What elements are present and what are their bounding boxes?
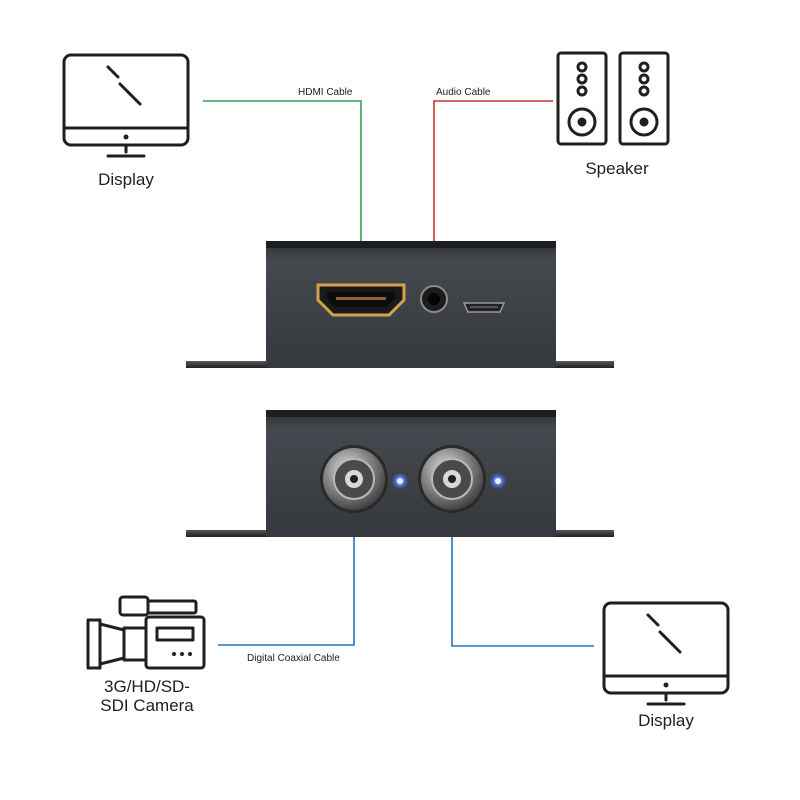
converter-bottom-unit: [186, 410, 614, 537]
audio-cable: Audio Cable: [433, 87, 553, 296]
display-bottom-label: Display: [638, 711, 694, 730]
display-bottom: Display: [602, 601, 730, 730]
led-indicator-1: [391, 472, 409, 490]
camera-label-line1: 3G/HD/SD-: [104, 677, 190, 696]
hdmi-output-port: [316, 283, 406, 317]
monitor-icon: [602, 601, 730, 706]
bottom-unit-body: [266, 410, 556, 537]
led-indicator-2: [489, 472, 507, 490]
micro-usb-port: [462, 302, 506, 313]
audio-jack-port: [420, 285, 448, 313]
speaker-pair: Speaker: [556, 51, 670, 178]
coax-cable-input: Digital Coaxial Cable: [218, 500, 355, 664]
camera: 3G/HD/SD- SDI Camera: [86, 595, 206, 715]
speaker-right-icon: [618, 51, 670, 146]
video-camera-icon: [86, 595, 206, 670]
coax-cable-output: [451, 500, 594, 647]
display-top-label: Display: [98, 170, 154, 189]
hdmi-cable-label: HDMI Cable: [298, 87, 353, 98]
converter-top-unit: [186, 241, 614, 368]
display-top: Display: [62, 53, 190, 189]
hdmi-cable-line: [203, 100, 362, 296]
hdmi-cable: HDMI Cable: [203, 87, 362, 296]
speaker-left-icon: [556, 51, 608, 146]
speaker-label: Speaker: [585, 159, 649, 178]
audio-cable-line: [433, 100, 553, 296]
bnc-input-port: [320, 445, 388, 513]
monitor-icon: [62, 53, 190, 158]
top-unit-body: [266, 241, 556, 368]
camera-label-line2: SDI Camera: [100, 696, 194, 715]
bnc-output-port: [418, 445, 486, 513]
coax-cable-input-line: [218, 500, 355, 646]
coax-cable-output-line: [451, 500, 594, 647]
audio-cable-label: Audio Cable: [436, 87, 491, 98]
coax-cable-label: Digital Coaxial Cable: [247, 653, 340, 664]
